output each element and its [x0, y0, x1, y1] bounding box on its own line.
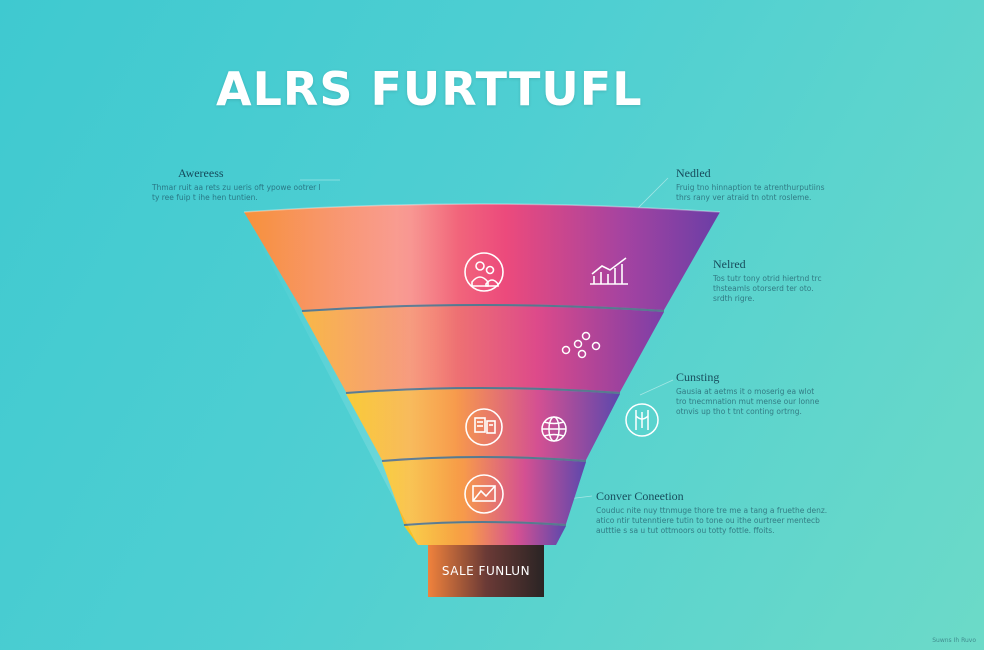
needed-top-body: Fruig tno hinnaption te atrenthurputiins… [676, 183, 825, 202]
awareness-heading: Awereess [178, 166, 224, 180]
globe-icon [541, 416, 567, 442]
considering-heading: Cunsting [676, 370, 720, 384]
convert-heading: Conver Coneetion [596, 489, 684, 503]
awareness-note: Awereess Thmar ruit aa rets zu ueris oft… [152, 166, 322, 203]
stage-separators [301, 304, 665, 526]
considering-body: Gausia at aetms it o moserig ea wlot tro… [676, 387, 820, 416]
base-label: SALE FUNLUN [441, 564, 531, 578]
needed-mid-heading: Nelred [713, 257, 746, 271]
considering-note: Cunsting Gausia at aetms it o moserig ea… [676, 370, 826, 417]
document-icon [465, 408, 503, 446]
funnel-base [428, 545, 544, 597]
funnel-shine [244, 204, 720, 545]
connections-icon [625, 403, 659, 437]
people-icon [464, 252, 504, 292]
needed-top-note: Nedled Fruig tno hinnaption te atrenthur… [676, 166, 836, 203]
page-title: ALRS FURTTUFL [216, 62, 643, 116]
awareness-body: Thmar ruit aa rets zu ueris oft ypowe oo… [152, 183, 321, 202]
growth-chart-icon [590, 257, 628, 285]
convert-body: Couduc nite nuy ttnmuge thore tre me a t… [596, 506, 828, 535]
needed-top-heading: Nedled [676, 166, 711, 180]
watermark-badge: Suwns Ih Ruvo [932, 637, 976, 644]
envelope-icon [464, 474, 504, 514]
network-dots-icon [561, 331, 601, 359]
needed-mid-body: Tos tutr tony otrid hiertnd trc thsteaml… [713, 274, 822, 303]
needed-mid-note: Nelred Tos tutr tony otrid hiertnd trc t… [713, 257, 833, 304]
convert-note: Conver Coneetion Couduc nite nuy ttnmuge… [596, 489, 846, 536]
